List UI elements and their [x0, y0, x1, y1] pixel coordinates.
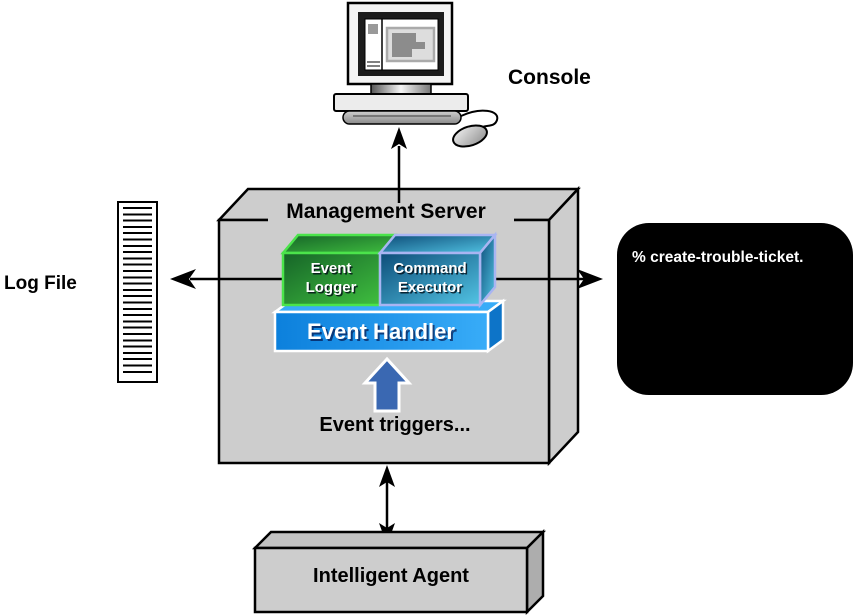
screen-sidebar-item [368, 24, 378, 34]
command-executor-box [377, 231, 498, 309]
monitor-icon [346, 1, 454, 95]
arrowhead-left [170, 269, 196, 289]
arrowhead-up [379, 465, 395, 487]
event-triggers-caption: Event triggers... [319, 414, 471, 436]
monitor-stand [370, 83, 432, 95]
command-executor-label-line1: Command [393, 260, 467, 277]
event-logger-box [280, 233, 398, 307]
keyboard-icon [333, 93, 469, 125]
log-file-lines [123, 207, 152, 377]
log-file-label: Log File [4, 273, 77, 294]
console-arrow [391, 127, 407, 203]
event-logger-label-line1: Event [310, 260, 352, 277]
terminal-window: % create-trouble-ticket. [617, 223, 853, 395]
console-label: Console [508, 66, 591, 89]
log-file-icon [117, 201, 158, 383]
intelligent-agent-box [251, 528, 547, 616]
server-title: Management Server [286, 200, 486, 223]
command-executor-label: Command Executor [393, 259, 466, 297]
arrowhead-right [577, 269, 603, 289]
event-handler-label: Event Handler [307, 319, 455, 344]
command-executor-label-line2: Executor [397, 279, 463, 296]
event-trigger-arrow-icon [361, 356, 413, 413]
screen-window-content [392, 33, 425, 57]
terminal-prompt: % create-trouble-ticket. [632, 249, 804, 266]
event-logger-label: Event Logger [306, 259, 357, 297]
mouse-icon [452, 109, 499, 148]
console-icon [333, 1, 499, 148]
title-backplate [268, 206, 514, 228]
event-logger-label-line2: Logger [305, 279, 357, 296]
intelligent-agent-label: Intelligent Agent [313, 565, 469, 587]
event-handler-box [271, 298, 507, 354]
arrowhead-up [391, 127, 407, 149]
